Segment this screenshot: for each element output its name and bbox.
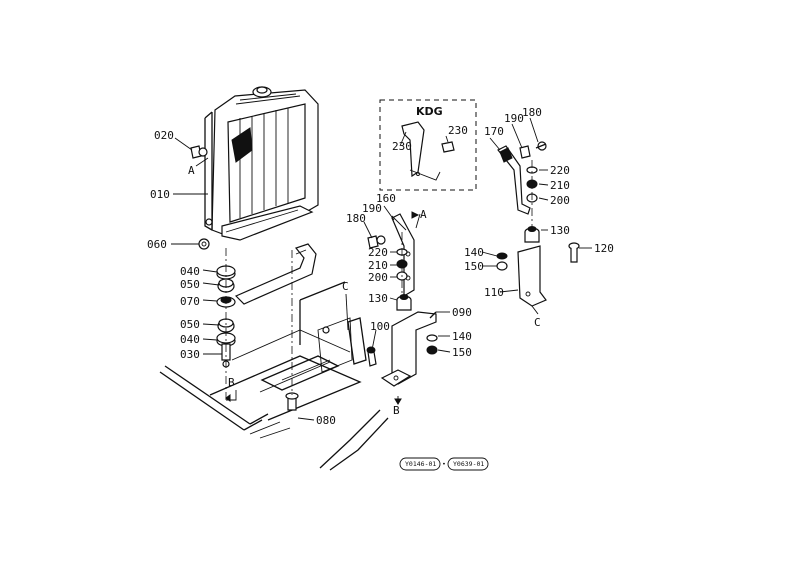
- bolt-190-180-middle: [367, 235, 386, 249]
- label-200-middle: 200: [368, 271, 388, 284]
- ref-sep: •: [442, 460, 446, 468]
- label-080: 080: [316, 414, 336, 427]
- label-210-middle: 210: [368, 259, 388, 272]
- label-210-right: 210: [550, 179, 570, 192]
- mark-a-radiator: A: [188, 164, 195, 177]
- radiator-010: [204, 86, 319, 241]
- label-170: 170: [484, 125, 504, 138]
- label-110: 110: [484, 286, 504, 299]
- bracket-170: [497, 145, 531, 215]
- mark-b-frame: B: [228, 376, 235, 389]
- mount-stack: [216, 248, 236, 400]
- label-180-right: 180: [522, 106, 542, 119]
- nut-060: [198, 238, 210, 250]
- part-number-labels: 020 010 060 040 050 070 050 040 030 080 …: [147, 105, 614, 427]
- label-230-left: 230: [392, 140, 412, 153]
- label-040-lower: 040: [180, 333, 200, 346]
- arrow-markers: [225, 211, 420, 405]
- bracket-110: [517, 245, 547, 307]
- radiator-support: [234, 243, 317, 305]
- washer-stack-middle: [396, 232, 408, 300]
- label-020: 020: [154, 129, 174, 142]
- chassis-frame: [159, 281, 389, 471]
- label-090: 090: [452, 306, 472, 319]
- label-190-right: 190: [504, 112, 524, 125]
- label-130-middle: 130: [368, 292, 388, 305]
- label-100: 100: [370, 320, 390, 333]
- label-230-right: 230: [448, 124, 468, 137]
- mark-a-bracket: A: [420, 208, 427, 221]
- bolt-100: [366, 346, 377, 367]
- label-190-middle: 190: [362, 202, 382, 215]
- label-060: 060: [147, 238, 167, 251]
- reference-tags: Y0146-01 • Y0639-01: [399, 457, 489, 471]
- bolt-020: [190, 145, 208, 159]
- ref-right: Y0639-01: [453, 460, 484, 468]
- bracket-090: [380, 311, 437, 387]
- mark-c-bracket: C: [534, 316, 541, 329]
- label-120: 120: [594, 242, 614, 255]
- label-050-upper: 050: [180, 278, 200, 291]
- kdg-kit-label: KDG: [416, 105, 443, 118]
- washer-stack-right: [526, 160, 538, 226]
- label-040-upper: 040: [180, 265, 200, 278]
- label-050-lower: 050: [180, 318, 200, 331]
- mount-130-middle: [396, 294, 412, 311]
- bolt-190-180-right: [519, 141, 547, 159]
- washers-140-150-middle: [426, 334, 438, 355]
- label-220-middle: 220: [368, 246, 388, 259]
- ref-tag-right: [447, 457, 489, 471]
- label-130-right: 130: [550, 224, 570, 237]
- label-010: 010: [150, 188, 170, 201]
- label-160: 160: [376, 192, 396, 205]
- kdg-kit-box: [379, 99, 477, 191]
- label-180-middle: 180: [346, 212, 366, 225]
- bolt-080: [285, 250, 299, 411]
- label-200-right: 200: [550, 194, 570, 207]
- mark-c-frame: C: [342, 280, 349, 293]
- label-220-right: 220: [550, 164, 570, 177]
- label-140-right: 140: [464, 246, 484, 259]
- ref-left: Y0146-01: [405, 460, 436, 468]
- label-140-middle: 140: [452, 330, 472, 343]
- label-150-right: 150: [464, 260, 484, 273]
- mount-130-right: [524, 226, 540, 243]
- label-030: 030: [180, 348, 200, 361]
- label-070: 070: [180, 295, 200, 308]
- mark-b-bracket: B: [393, 404, 400, 417]
- ref-tag-left: [399, 457, 441, 471]
- bolt-120: [568, 242, 580, 263]
- label-150-middle: 150: [452, 346, 472, 359]
- washers-140-150-right: [496, 252, 508, 271]
